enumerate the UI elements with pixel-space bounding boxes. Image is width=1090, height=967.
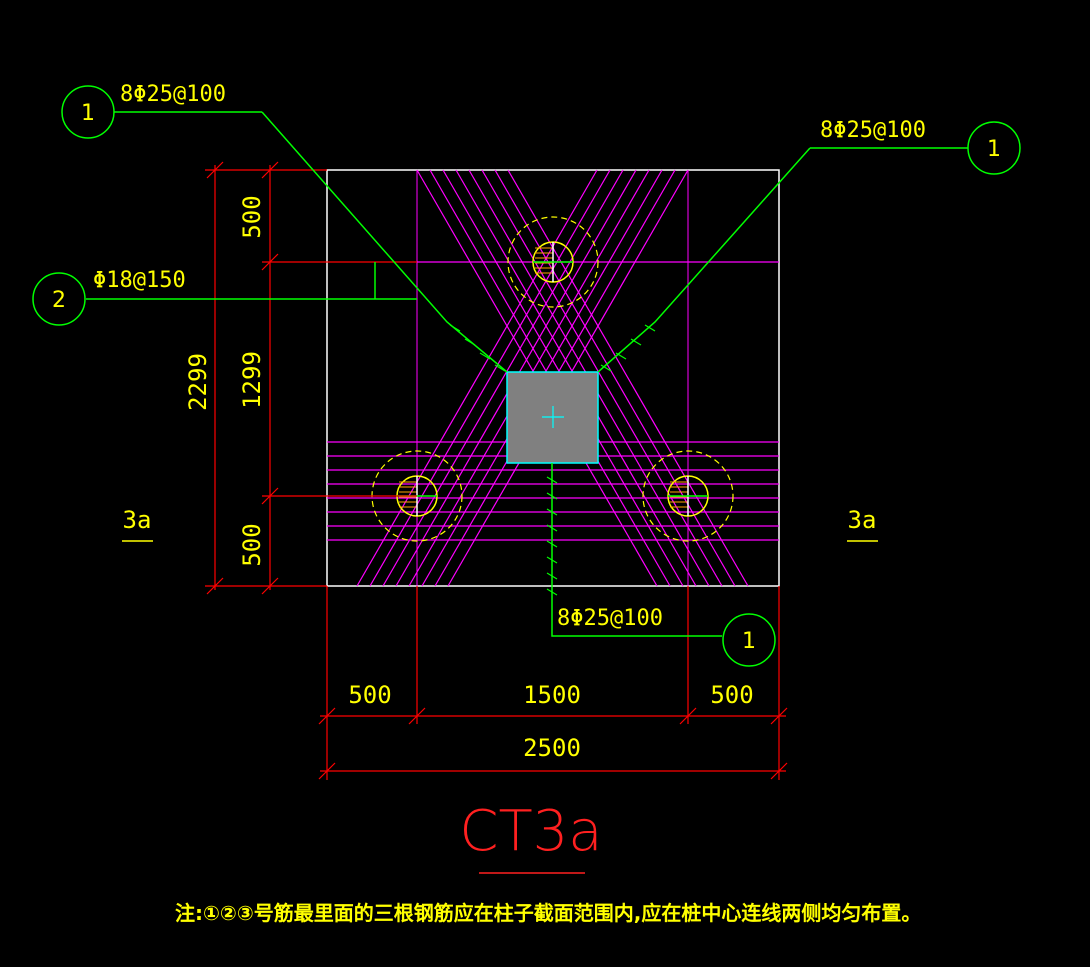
pile-outline: [507, 216, 599, 308]
leader-tick: [630, 338, 642, 346]
section-mark-right-text: 3a: [848, 506, 877, 534]
dim-horizontal-right: 500: [710, 681, 753, 709]
callout-left-text: Φ18@150: [93, 268, 186, 293]
rebar-diagonal-a: [494, 169, 736, 587]
pile-outline: [642, 450, 734, 542]
dim-vertical-top: 500: [238, 195, 266, 238]
section-mark-left-text: 3a: [123, 506, 152, 534]
callout-top-right: 1 8Φ25@100: [820, 118, 1021, 175]
dim-horizontal-mid: 1500: [523, 681, 581, 709]
callout-bottom-text: 8Φ25@100: [557, 606, 663, 631]
leader-tick: [600, 364, 612, 372]
pile-cap-outline: [326, 169, 780, 587]
rebar-diagonal-b: [382, 169, 624, 587]
leader-tick: [494, 364, 506, 372]
leader-ticks: [449, 324, 656, 596]
callout-top-left-text: 8Φ25@100: [120, 82, 226, 107]
dim-vertical-mid: 1299: [238, 351, 266, 409]
callout-top-right-text: 8Φ25@100: [820, 118, 926, 143]
leader-tick: [546, 556, 558, 564]
callout-left: 2 Φ18@150: [32, 268, 186, 326]
rebar-diagonal-a: [481, 169, 723, 587]
section-mark-right: 3a: [847, 506, 878, 542]
callout-top-right-number: 1: [987, 137, 1001, 162]
drawing-note: 注:①②③号筋最里面的三根钢筋应在柱子截面范围内,应在桩中心连线两侧均匀布置。: [175, 901, 921, 925]
callout-bottom: 1 8Φ25@100: [557, 606, 776, 667]
leader-tick: [644, 324, 656, 332]
leader-lines: [86, 111, 968, 637]
leader-tick: [546, 476, 558, 484]
rebar-diagonal-a: [507, 169, 749, 587]
leader-tick: [615, 352, 627, 360]
callout-top-left-number: 1: [81, 101, 95, 126]
dim-vertical-bottom: 500: [238, 523, 266, 566]
dim-horizontal-total: 2500: [523, 734, 581, 762]
leader-tick: [479, 352, 491, 360]
leader-tick: [449, 324, 461, 332]
leader-tick: [546, 588, 558, 596]
leader-tick: [546, 508, 558, 516]
section-mark-left: 3a: [122, 506, 153, 542]
rebar-diagonal-b: [356, 169, 598, 587]
leader-tick: [546, 540, 558, 548]
drawing-title: CT3a: [459, 799, 602, 864]
dimension-lines: [205, 161, 788, 780]
callout-top-left: 1 8Φ25@100: [61, 82, 226, 139]
leader-tick: [464, 338, 476, 346]
leader-tick: [546, 572, 558, 580]
leader-tick: [546, 524, 558, 532]
callout-bottom-number: 1: [742, 629, 756, 654]
callout-left-number: 2: [52, 288, 66, 313]
dim-horizontal-left: 500: [348, 681, 391, 709]
leader-tick: [546, 492, 558, 500]
rebar-diagonal-b: [369, 169, 611, 587]
dim-vertical-total: 2299: [184, 353, 212, 411]
